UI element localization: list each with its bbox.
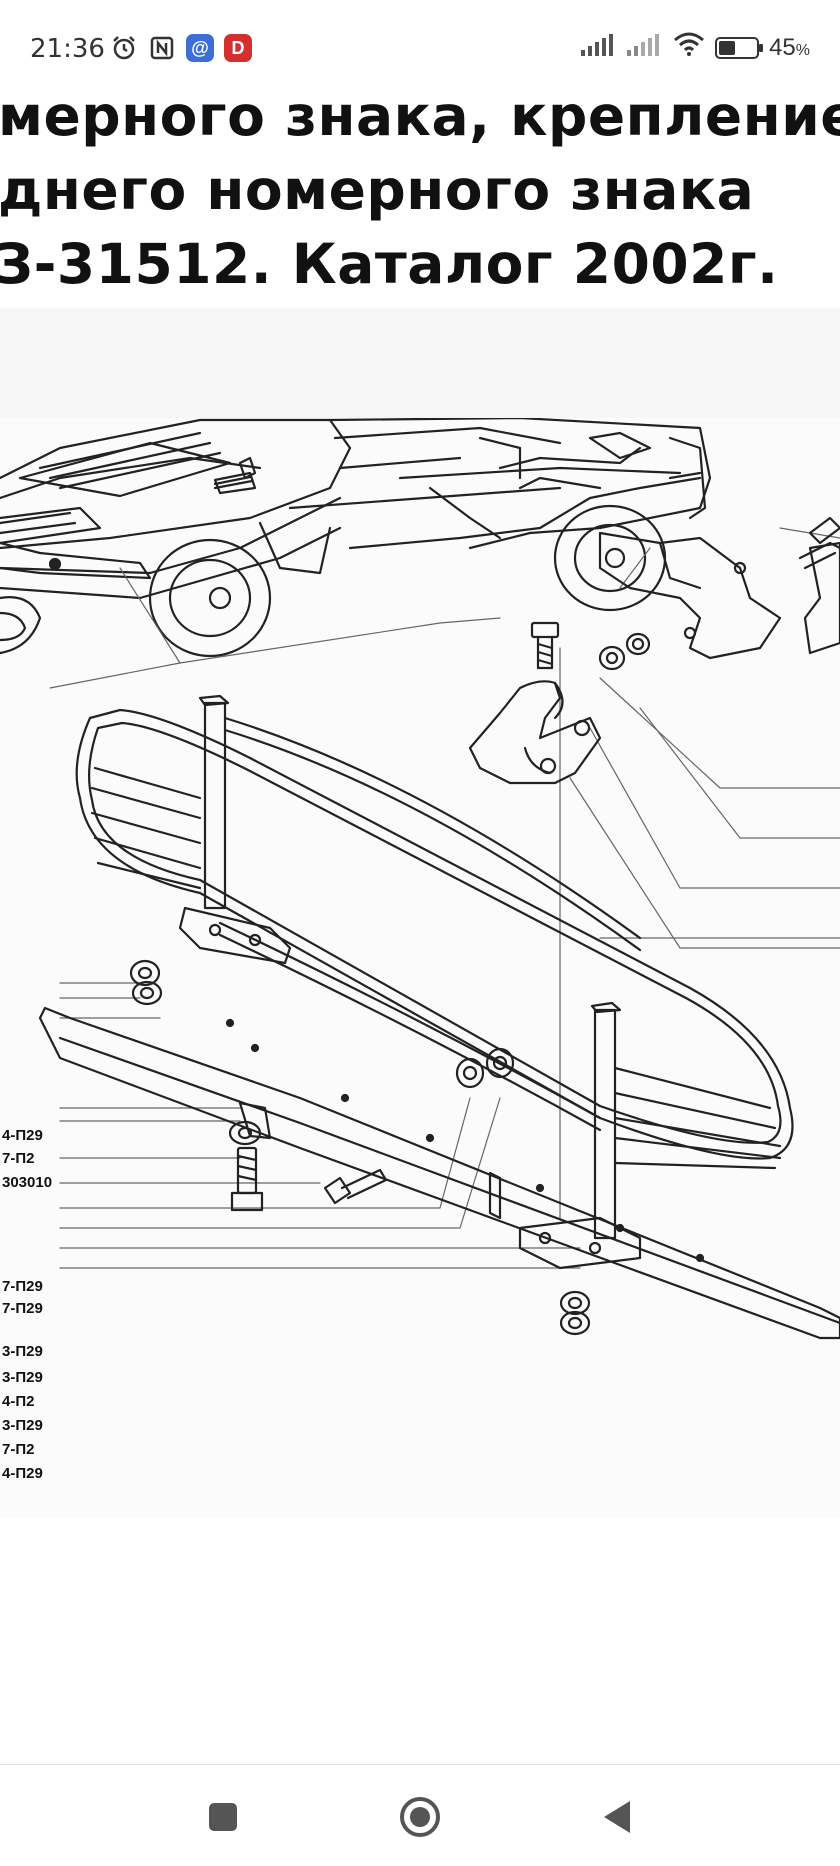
battery-percent: 45% [769, 33, 810, 61]
callout-label: 7-П29 [2, 1300, 43, 1317]
callout-label: 4-П29 [2, 1465, 43, 1482]
callout-label: 7-П29 [2, 1278, 43, 1295]
battery-level-fill [719, 40, 736, 55]
callout-label: 3-П29 [2, 1417, 43, 1434]
square-icon [209, 1803, 237, 1831]
signal-bars-icon [581, 32, 617, 63]
leader-lines [49, 527, 840, 1269]
d-app-icon: D [224, 34, 252, 62]
fasteners [129, 959, 591, 1336]
nfc-icon [148, 34, 176, 62]
callout-label: 7-П2 [2, 1150, 34, 1167]
recents-button[interactable] [201, 1795, 245, 1839]
page-title: мерного знака, крепление днего номерного… [0, 78, 840, 308]
alarm-clock-icon [110, 34, 138, 62]
back-button[interactable] [595, 1795, 639, 1839]
callout-label: 4-П2 [2, 1393, 34, 1410]
spacer-band [0, 308, 840, 418]
nav-divider [0, 1764, 840, 1765]
callout-label: 3-П29 [2, 1369, 43, 1386]
circle-home-icon [400, 1797, 440, 1837]
callout-label: 3-П29 [2, 1343, 43, 1360]
title-line-2: днего номерного знака [0, 158, 755, 222]
status-time: 21:36 [30, 34, 105, 64]
title-line-3: З-31512. Каталог 2002г. [0, 232, 779, 296]
email-app-icon: @ [186, 34, 214, 62]
bracket-part [598, 516, 840, 660]
signal-bars-2-icon [627, 32, 663, 63]
title-line-1: мерного знака, крепление [0, 84, 840, 148]
battery-icon [715, 36, 764, 59]
home-button[interactable] [398, 1795, 442, 1839]
grille-guard [75, 694, 794, 1270]
vehicle-sketch [0, 418, 712, 658]
bumper-part [38, 1006, 840, 1340]
status-system-icons: 45% [581, 32, 810, 63]
status-notification-icons: @ D [110, 34, 252, 62]
bolt-part [530, 621, 651, 671]
hook-part [468, 680, 602, 785]
status-bar: 21:36 @ D 45% [0, 0, 840, 100]
parts-diagram[interactable]: 4-П29 7-П2 303010 7-П29 7-П29 3-П29 3-П2… [0, 418, 840, 1518]
callout-label: 4-П29 [2, 1127, 43, 1144]
callout-label: 303010 [2, 1174, 52, 1191]
callout-label: 7-П2 [2, 1441, 34, 1458]
wifi-icon [673, 32, 705, 63]
system-nav-bar [0, 1765, 840, 1866]
parts-diagram-drawing: 4-П29 7-П2 303010 7-П29 7-П29 3-П29 3-П2… [0, 418, 840, 1482]
back-triangle-icon [604, 1801, 630, 1833]
callout-labels: 4-П29 7-П2 303010 7-П29 7-П29 3-П29 3-П2… [2, 1127, 52, 1482]
